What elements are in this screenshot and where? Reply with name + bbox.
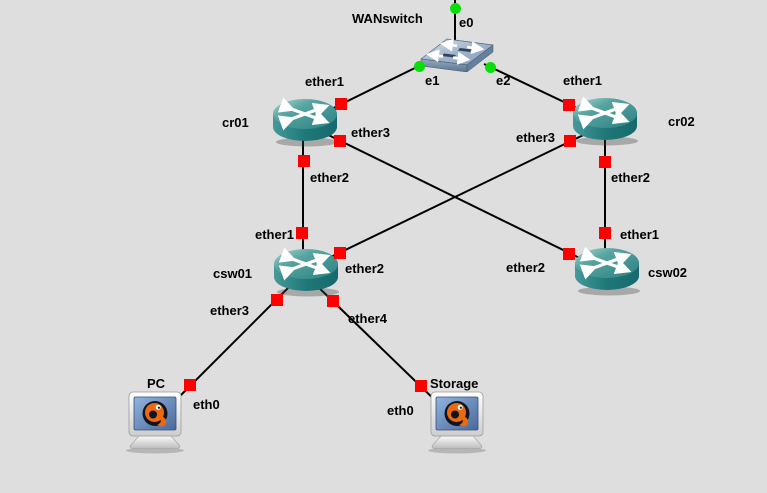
port-status-dot-wanswitch-e0: [449, 2, 461, 14]
node-csw02[interactable]: [572, 246, 642, 296]
port-label-wanswitch-e1: e1: [425, 73, 440, 88]
port-square-marker-csw02-ether1: [599, 227, 611, 239]
computer-icon: [126, 391, 184, 454]
port-square-marker-csw02-ether2: [563, 248, 575, 260]
port-label-storage-eth0: eth0: [387, 403, 414, 418]
port-square-marker-cr02-ether2: [599, 156, 611, 168]
port-square-marker-csw01-ether3: [271, 294, 283, 306]
port-square-marker-storage-eth0: [415, 380, 427, 392]
port-square-marker-cr01-ether1: [335, 98, 347, 110]
port-square-marker-pc-eth0: [184, 379, 196, 391]
router-icon: [274, 247, 339, 297]
port-label-csw01-ether2: ether2: [345, 261, 385, 276]
port-square-marker-csw01-ether1: [296, 227, 308, 239]
router-icon: [575, 246, 640, 296]
node-pc[interactable]: [122, 391, 188, 454]
node-label-wanswitch: WANswitch: [352, 11, 423, 26]
port-label-csw01-ether3: ether3: [210, 303, 250, 318]
port-label-csw02-ether2: ether2: [506, 260, 546, 275]
node-wanswitch[interactable]: [419, 32, 495, 72]
link-cr02-ether3--csw01-ether2[interactable]: [307, 126, 601, 269]
port-label-csw01-ether4: ether4: [348, 311, 388, 326]
port-label-csw02-ether1: ether1: [620, 227, 660, 242]
port-square-marker-cr02-ether1: [563, 99, 575, 111]
port-square-marker-csw01-ether4: [327, 295, 339, 307]
port-status-dot-wanswitch-e1: [413, 60, 425, 72]
port-label-wanswitch-e2: e2: [496, 73, 511, 88]
node-label-cr01: cr01: [222, 115, 249, 130]
node-cr01[interactable]: [270, 97, 340, 147]
port-label-wanswitch-e0: e0: [459, 15, 474, 30]
port-label-cr01-ether3: ether3: [351, 125, 391, 140]
port-label-csw01-ether1: ether1: [255, 227, 295, 242]
node-cr02[interactable]: [570, 96, 640, 146]
node-label-pc: PC: [147, 376, 166, 391]
port-label-cr02-ether2: ether2: [611, 170, 651, 185]
ethernet-switch-icon: [420, 38, 494, 72]
port-label-cr01-ether2: ether2: [310, 170, 350, 185]
node-label-storage: Storage: [430, 376, 479, 391]
port-square-marker-cr01-ether2: [298, 155, 310, 167]
node-csw01[interactable]: [271, 247, 341, 297]
port-label-cr02-ether1: ether1: [563, 73, 603, 88]
node-label-csw01: csw01: [213, 266, 253, 281]
node-storage[interactable]: [424, 391, 490, 454]
port-label-cr02-ether3: ether3: [516, 130, 556, 145]
port-label-pc-eth0: eth0: [193, 397, 220, 412]
port-square-marker-cr01-ether3: [334, 135, 346, 147]
port-square-marker-csw01-ether2: [334, 247, 346, 259]
computer-icon: [428, 391, 486, 454]
link-cr01-ether3--csw02-ether2[interactable]: [309, 125, 605, 271]
router-icon: [573, 96, 638, 146]
router-icon: [273, 97, 338, 147]
node-label-cr02: cr02: [668, 114, 695, 129]
port-square-marker-cr02-ether3: [564, 135, 576, 147]
node-label-csw02: csw02: [648, 265, 688, 280]
port-label-cr01-ether1: ether1: [305, 74, 345, 89]
port-status-dot-wanswitch-e2: [484, 61, 496, 73]
